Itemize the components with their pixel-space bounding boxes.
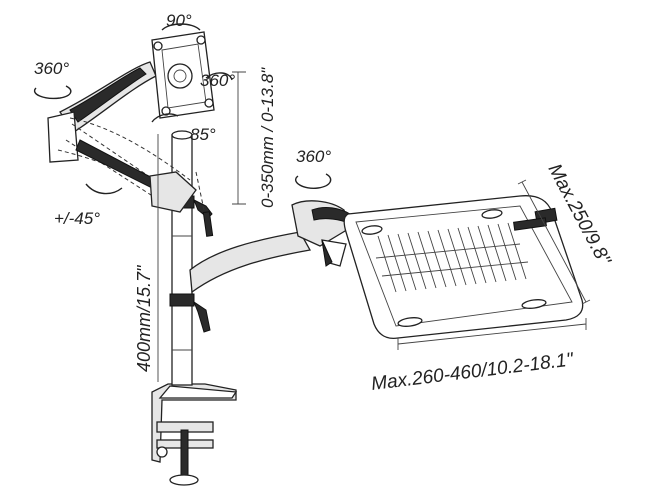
laptop-tray xyxy=(343,195,584,340)
label-height-arm: 0-350mm / 0-13.8" xyxy=(258,67,277,208)
label-swivel-laptop: 360° xyxy=(296,147,331,166)
laptop-arm xyxy=(189,200,351,294)
vesa-rotate-arrow xyxy=(205,72,233,81)
label-tilt-45: +/-45° xyxy=(54,209,100,228)
tray-vent-slots xyxy=(375,222,529,293)
monitor-arm xyxy=(47,61,205,213)
swivel-left-arrow xyxy=(33,85,72,100)
main-pole xyxy=(169,130,214,386)
label-tilt-top: 90° xyxy=(166,11,192,30)
rotation-arrows xyxy=(33,23,332,195)
tilt-45-arrow xyxy=(85,183,123,195)
desk-clamp xyxy=(151,383,238,486)
dimension-lines xyxy=(157,71,591,382)
tilt-top-arrow xyxy=(161,23,201,31)
label-tray-width: Max.260-460/10.2-18.1" xyxy=(370,349,576,395)
swivel-laptop-arrow xyxy=(295,173,332,190)
label-rotate-vesa: 360° xyxy=(200,71,235,90)
label-swivel-left: 360° xyxy=(34,59,69,78)
tilt-85-arrow xyxy=(151,113,179,123)
label-tilt-85: 85° xyxy=(190,125,216,144)
vesa-plate xyxy=(151,31,215,119)
label-pole-height: 400mm/15.7" xyxy=(134,264,154,372)
